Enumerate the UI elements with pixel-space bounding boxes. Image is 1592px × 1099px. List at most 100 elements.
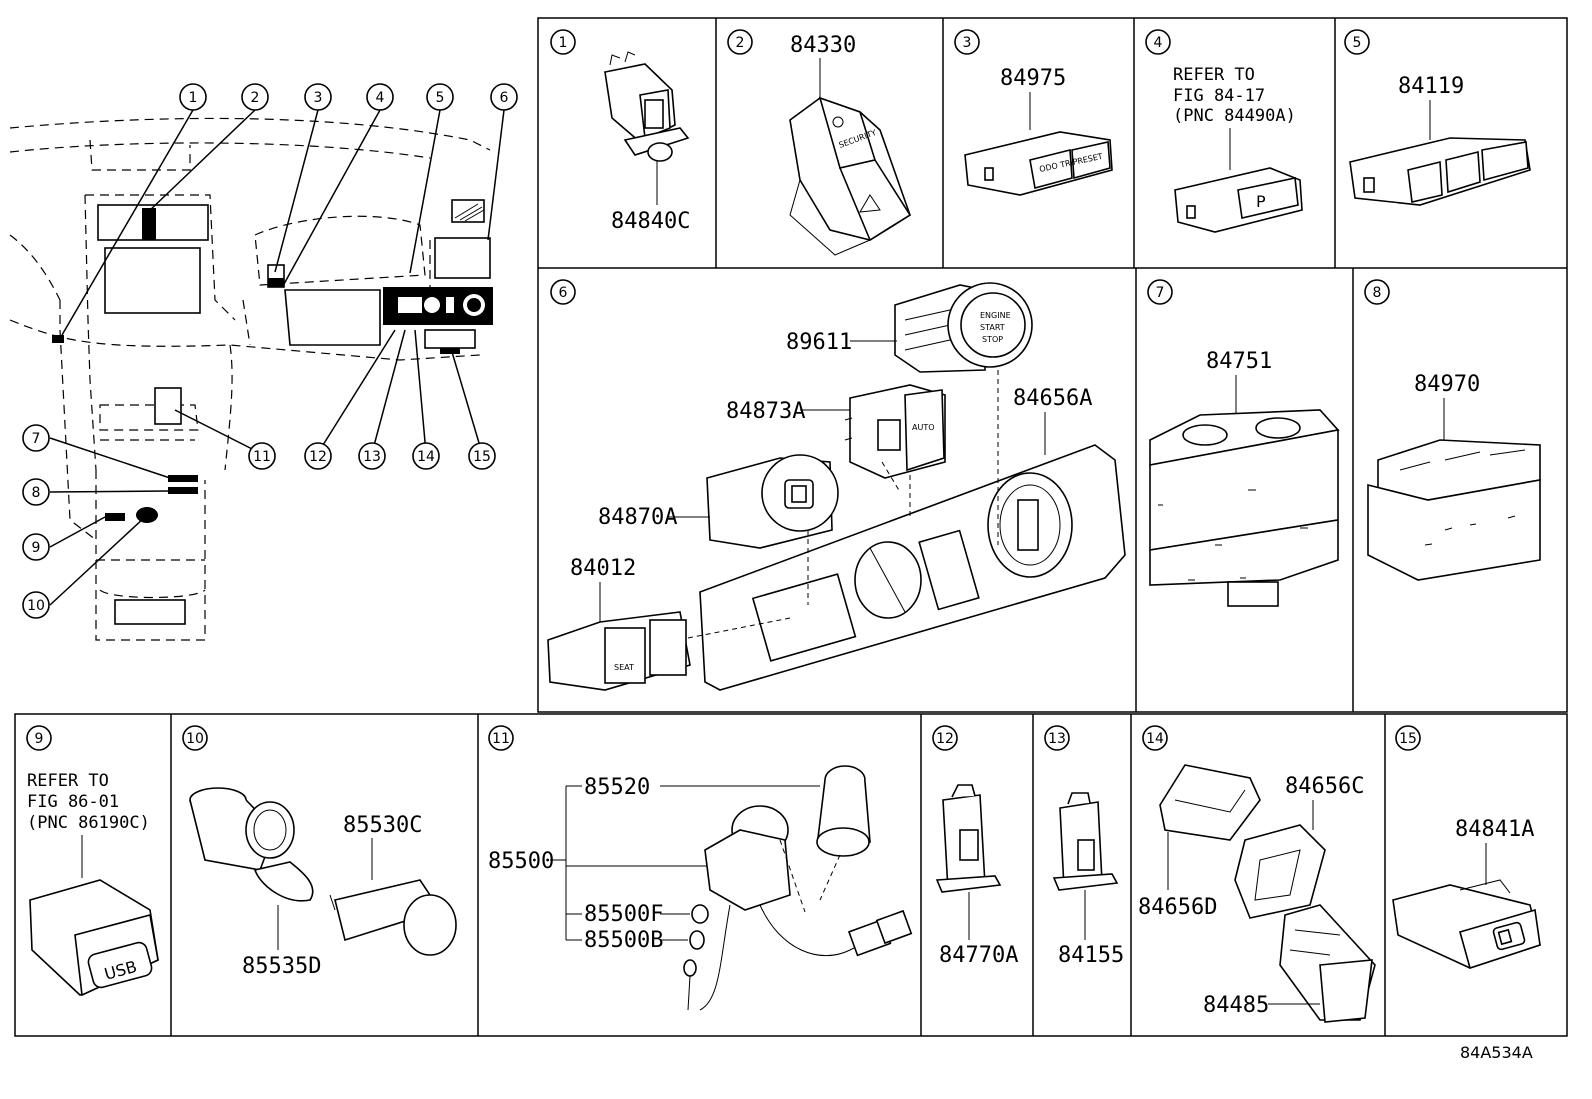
part-84870A-drawing[interactable] bbox=[706, 454, 839, 549]
part-85500B-drawing[interactable] bbox=[689, 930, 705, 950]
part-label-85530C[interactable]: 85530C bbox=[343, 813, 422, 838]
svg-text:1: 1 bbox=[559, 35, 568, 51]
svg-text:8: 8 bbox=[1373, 285, 1382, 301]
overview-callout-9[interactable]: 9 bbox=[22, 533, 50, 561]
svg-text:8: 8 bbox=[32, 485, 41, 501]
svg-text:12: 12 bbox=[309, 449, 327, 465]
part-84770A-drawing[interactable] bbox=[935, 784, 1002, 893]
overview-callouts: 1 2 3 4 5 6 7 8 9 10 11 12 13 14 15 bbox=[22, 83, 518, 619]
part-85500-drawing[interactable] bbox=[699, 805, 913, 1011]
svg-text:15: 15 bbox=[473, 449, 491, 465]
part-label-84873A[interactable]: 84873A bbox=[726, 399, 805, 424]
part-label-84970[interactable]: 84970 bbox=[1414, 372, 1480, 397]
part-label-84656C[interactable]: 84656C bbox=[1285, 774, 1364, 799]
part-85500F-drawing[interactable] bbox=[691, 904, 709, 924]
panel-1: 1 84840C bbox=[550, 29, 690, 234]
part-label-85535D[interactable]: 85535D bbox=[242, 954, 321, 979]
part-label-84841A[interactable]: 84841A bbox=[1455, 817, 1534, 842]
panel-9-ref-line-2: FIG 86-01 bbox=[27, 792, 119, 812]
part-84841A-drawing[interactable] bbox=[1392, 879, 1541, 970]
part-85530C-drawing[interactable] bbox=[329, 879, 457, 956]
part-label-84119[interactable]: 84119 bbox=[1398, 74, 1464, 99]
overview-callout-10[interactable]: 10 bbox=[22, 591, 50, 619]
part-84155-drawing[interactable] bbox=[1052, 792, 1119, 891]
svg-text:2: 2 bbox=[251, 90, 260, 106]
svg-text:12: 12 bbox=[936, 731, 954, 747]
overview-callout-6[interactable]: 6 bbox=[490, 83, 518, 111]
part-84485-drawing[interactable] bbox=[1279, 904, 1376, 1023]
parking-p-icon: P bbox=[1256, 192, 1266, 211]
part-84656D-drawing[interactable] bbox=[1159, 764, 1261, 841]
panel-number-8: 8 bbox=[1364, 279, 1390, 305]
panel-number-15: 15 bbox=[1395, 725, 1421, 751]
part-label-84770A[interactable]: 84770A bbox=[939, 943, 1018, 968]
overview-callout-1[interactable]: 1 bbox=[179, 83, 207, 111]
part-label-84840C[interactable]: 84840C bbox=[611, 209, 690, 234]
part-label-84012[interactable]: 84012 bbox=[570, 556, 636, 581]
overview-callout-8[interactable]: 8 bbox=[22, 478, 50, 506]
diagram-code: 84A534A bbox=[1460, 1043, 1533, 1062]
overview-callout-3[interactable]: 3 bbox=[304, 83, 332, 111]
part-84656A-drawing[interactable] bbox=[699, 444, 1126, 691]
overview-callout-7[interactable]: 7 bbox=[22, 424, 50, 452]
panel-11: 11 85520 85500 85500F 85500B bbox=[488, 725, 913, 1011]
part-84012-drawing[interactable]: SEAT bbox=[547, 611, 691, 691]
svg-text:15: 15 bbox=[1399, 731, 1417, 747]
panel-number-7: 7 bbox=[1147, 279, 1173, 305]
part-label-84870A[interactable]: 84870A bbox=[598, 505, 677, 530]
part-label-84656A[interactable]: 84656A bbox=[1013, 386, 1092, 411]
svg-text:13: 13 bbox=[1048, 731, 1066, 747]
svg-text:4: 4 bbox=[376, 90, 385, 106]
part-84873A-drawing[interactable]: AUTO bbox=[844, 384, 946, 479]
svg-text:3: 3 bbox=[963, 35, 972, 51]
part-84840C-drawing[interactable] bbox=[604, 51, 690, 162]
overview-callout-14[interactable]: 14 bbox=[412, 442, 440, 470]
part-label-84975[interactable]: 84975 bbox=[1000, 66, 1066, 91]
part-85520-drawing[interactable] bbox=[816, 765, 871, 857]
overview-callout-4[interactable]: 4 bbox=[366, 83, 394, 111]
part-84656C-drawing[interactable] bbox=[1234, 824, 1326, 919]
panel-number-12: 12 bbox=[932, 725, 958, 751]
part-label-84485[interactable]: 84485 bbox=[1203, 993, 1269, 1018]
part-84119-drawing[interactable] bbox=[1349, 137, 1531, 206]
part-label-85500F[interactable]: 85500F bbox=[584, 902, 663, 927]
part-84490A-drawing[interactable]: P bbox=[1174, 167, 1303, 233]
panel-7: 7 84751 bbox=[1147, 279, 1340, 607]
panel-6: 6 ENGINE START STOP 89611 AUTO 84873A 84… bbox=[547, 279, 1126, 691]
overview-callout-13[interactable]: 13 bbox=[358, 442, 386, 470]
part-label-85520[interactable]: 85520 bbox=[584, 775, 650, 800]
part-84970-drawing[interactable] bbox=[1367, 439, 1541, 581]
svg-text:3: 3 bbox=[314, 90, 323, 106]
panel-9: 9 REFER TO FIG 86-01 (PNC 86190C) USB bbox=[26, 725, 159, 997]
svg-text:11: 11 bbox=[492, 731, 510, 747]
panel-number-6: 6 bbox=[550, 279, 576, 305]
svg-text:2: 2 bbox=[736, 35, 745, 51]
part-89611-drawing[interactable]: ENGINE START STOP bbox=[894, 282, 1033, 373]
part-label-84656D[interactable]: 84656D bbox=[1138, 895, 1217, 920]
overview-callout-5[interactable]: 5 bbox=[426, 83, 454, 111]
auto-text: AUTO bbox=[912, 423, 935, 432]
panel-2: 2 84330 SECURITY bbox=[727, 29, 912, 256]
part-84751-drawing[interactable] bbox=[1149, 409, 1340, 607]
overview-callout-12[interactable]: 12 bbox=[304, 442, 332, 470]
part-label-85500B[interactable]: 85500B bbox=[584, 928, 663, 953]
part-label-89611[interactable]: 89611 bbox=[786, 330, 852, 355]
overview-callout-15[interactable]: 15 bbox=[468, 442, 496, 470]
panel-grid bbox=[14, 17, 1568, 1037]
panel-number-1: 1 bbox=[550, 29, 576, 55]
svg-text:5: 5 bbox=[436, 90, 445, 106]
part-84330-drawing[interactable]: SECURITY bbox=[789, 96, 912, 256]
overview-callout-2[interactable]: 2 bbox=[241, 83, 269, 111]
panel-4-ref-line-2: FIG 84-17 bbox=[1173, 86, 1265, 106]
part-85535D-drawing[interactable] bbox=[189, 787, 314, 902]
part-84975-drawing[interactable]: ODO TRIP RESET bbox=[964, 131, 1113, 196]
part-label-85500[interactable]: 85500 bbox=[488, 849, 554, 874]
svg-text:14: 14 bbox=[1146, 731, 1164, 747]
panel-4-ref-line-1: REFER TO bbox=[1173, 65, 1255, 85]
overview-callout-11[interactable]: 11 bbox=[248, 442, 276, 470]
part-label-84751[interactable]: 84751 bbox=[1206, 349, 1272, 374]
part-label-84155[interactable]: 84155 bbox=[1058, 943, 1124, 968]
part-label-84330[interactable]: 84330 bbox=[790, 33, 856, 58]
part-86190C-drawing[interactable]: USB bbox=[29, 879, 159, 997]
